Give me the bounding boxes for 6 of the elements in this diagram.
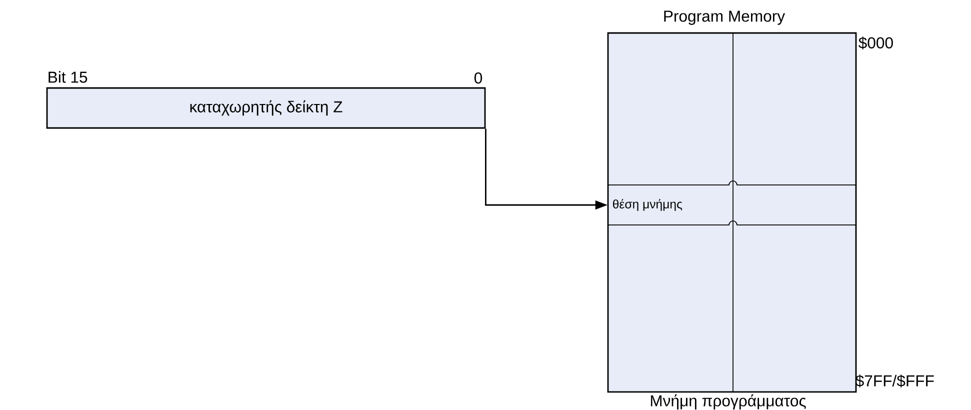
address-label: $7FF/$FFF (856, 374, 934, 388)
address-label: $000 (858, 36, 893, 50)
register-box: καταχωρητής δείκτη Z (46, 87, 486, 129)
node-label: Μνήμη προγράμματος (650, 394, 806, 410)
memory-location-band: θέση μνήμης (608, 180, 856, 226)
node-label: Program Memory (664, 10, 786, 25)
